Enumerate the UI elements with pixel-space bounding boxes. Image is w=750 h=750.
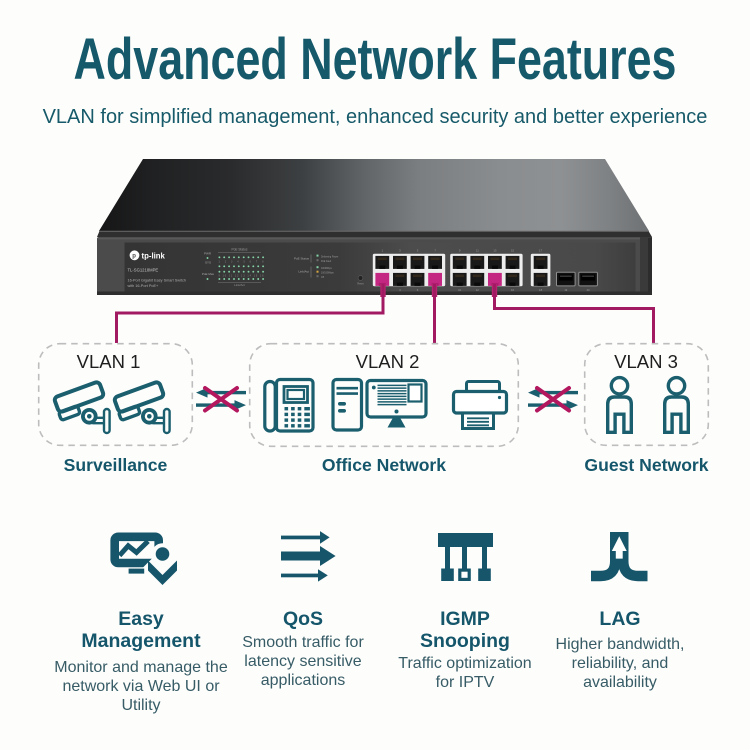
svg-text:4: 4 (399, 288, 401, 292)
svg-text:PoE Max: PoE Max (202, 272, 215, 276)
svg-text:3: 3 (399, 249, 401, 253)
svg-text:9 10 11 12 13 14 15 16: 9 10 11 12 13 14 15 16 (219, 275, 265, 278)
svg-text:16-Port Gigabit Easy Smart Swi: 16-Port Gigabit Easy Smart Switch (128, 279, 186, 283)
svg-text:5: 5 (417, 249, 419, 253)
svg-text:17: 17 (539, 249, 543, 253)
svg-text:tp-link: tp-link (142, 251, 166, 260)
svg-text:PoE Status: PoE Status (232, 248, 248, 252)
svg-text:with 16-Port PoE+: with 16-Port PoE+ (128, 284, 159, 288)
svg-text:9: 9 (459, 249, 461, 253)
svg-text:PoE Fault: PoE Fault (321, 260, 331, 263)
svg-text:18: 18 (539, 288, 543, 292)
svg-text:7: 7 (434, 249, 436, 253)
svg-text:SYS: SYS (205, 261, 211, 265)
svg-text:1: 1 (382, 249, 384, 253)
svg-text:15: 15 (511, 249, 515, 253)
svg-text:Delivering Power: Delivering Power (321, 255, 339, 258)
svg-text:1 2 3 4 5 6 7 8: 1 2 3 4 5 6 7 8 (219, 261, 265, 264)
svg-text:Link/Act: Link/Act (234, 283, 245, 287)
svg-text:19: 19 (564, 288, 567, 292)
svg-text:16: 16 (511, 288, 515, 292)
svg-text:TL-SG1218MPE: TL-SG1218MPE (128, 268, 159, 273)
svg-text:PWR: PWR (204, 252, 212, 256)
svg-text:10: 10 (458, 288, 462, 292)
svg-text:Off: Off (321, 277, 324, 279)
svg-text:20: 20 (587, 288, 590, 292)
svg-text:6: 6 (417, 288, 419, 292)
svg-text:1000Mbps: 1000Mbps (321, 268, 333, 270)
svg-text:10/100Mbps: 10/100Mbps (321, 272, 334, 274)
svg-text:12: 12 (476, 288, 480, 292)
svg-text:Link/Act: Link/Act (298, 270, 309, 274)
svg-text:Reset: Reset (357, 283, 364, 286)
svg-text:13: 13 (493, 249, 497, 253)
svg-text:11: 11 (476, 249, 479, 253)
svg-text:p: p (132, 254, 136, 260)
svg-text:PoE Status: PoE Status (294, 257, 310, 261)
